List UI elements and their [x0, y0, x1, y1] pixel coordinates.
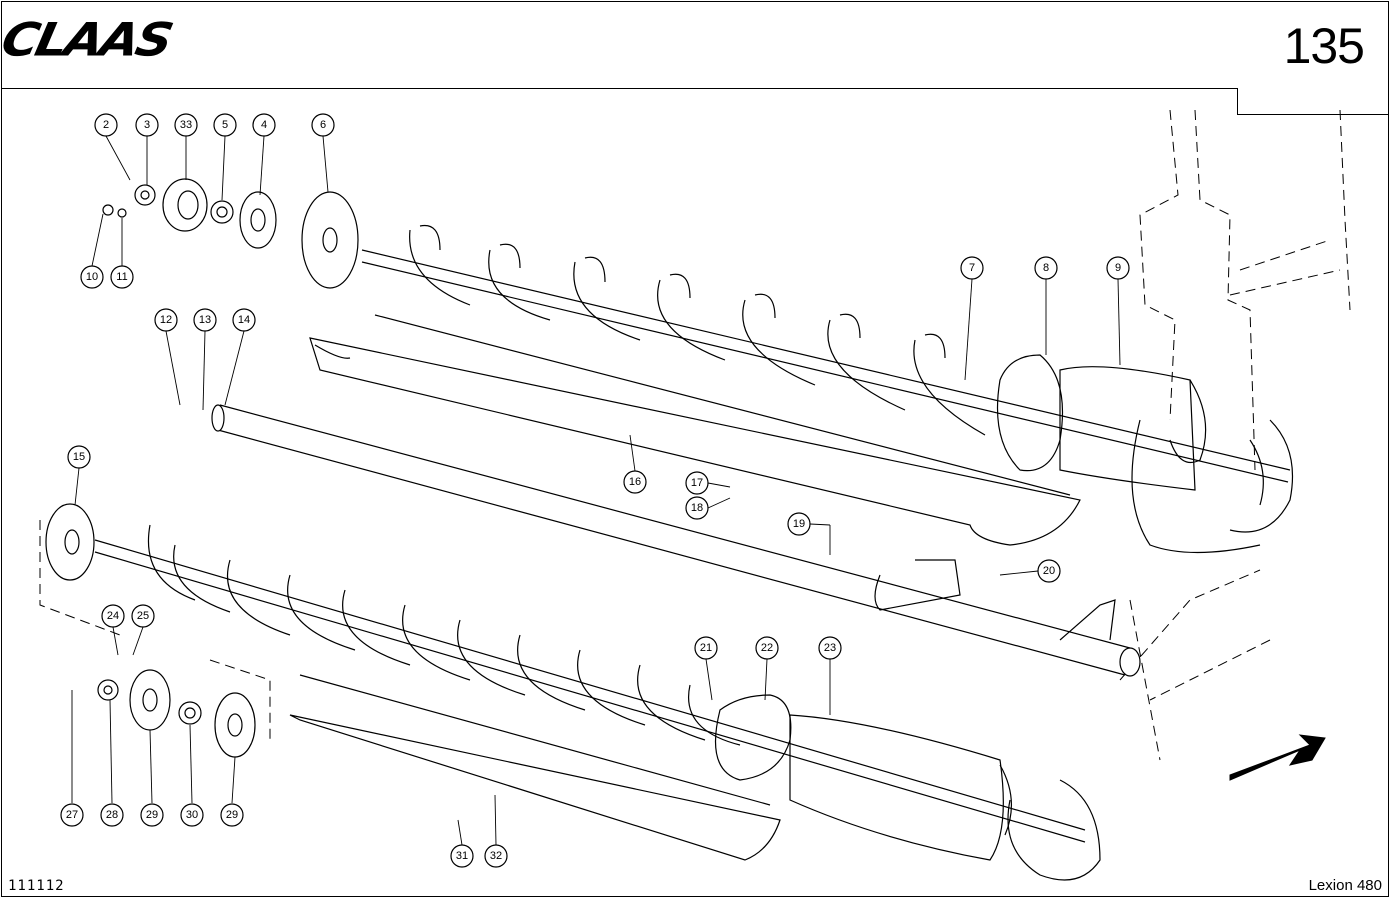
lower-trough [289, 674, 781, 861]
svg-text:19: 19 [793, 518, 805, 530]
svg-text:11: 11 [116, 271, 127, 283]
callout-balloon: 2 [94, 113, 118, 137]
svg-text:4: 4 [261, 119, 267, 131]
svg-text:32: 32 [490, 850, 502, 862]
callout-balloon: 14 [232, 308, 256, 332]
svg-text:18: 18 [691, 502, 703, 514]
svg-text:27: 27 [66, 809, 78, 821]
svg-text:29: 29 [146, 809, 158, 821]
callout-balloon: 13 [193, 308, 217, 332]
svg-text:29: 29 [226, 809, 238, 821]
upper-auger [361, 224, 1293, 533]
number-box-edge [1237, 88, 1238, 114]
callout-balloon: 15 [67, 445, 91, 469]
callout-balloon: 12 [154, 308, 178, 332]
callout-balloon: 16 [623, 470, 647, 494]
svg-text:16: 16 [629, 476, 641, 488]
callout-balloon: 6 [311, 113, 335, 137]
callout-balloon: 25 [131, 604, 155, 628]
svg-text:23: 23 [824, 642, 836, 654]
callout-balloon: 29 [220, 803, 244, 827]
callout-balloon: 3 [135, 113, 159, 137]
callout-balloon: 22 [755, 636, 779, 660]
svg-text:7: 7 [969, 262, 975, 274]
callout-balloon: 32 [484, 844, 508, 868]
svg-text:6: 6 [320, 119, 326, 131]
callout-balloon: 23 [818, 636, 842, 660]
callout-balloon: 28 [100, 803, 124, 827]
callout-balloon: 29 [140, 803, 164, 827]
svg-text:5: 5 [222, 119, 228, 131]
callout-balloon: 10 [80, 265, 104, 289]
header-rule [1, 88, 1238, 89]
svg-text:21: 21 [700, 642, 712, 654]
callout-balloon: 24 [101, 604, 125, 628]
number-box-edge [1237, 114, 1389, 115]
callout-balloon: 17 [685, 471, 709, 495]
svg-text:12: 12 [160, 314, 172, 326]
mid-tube [211, 404, 1141, 677]
svg-text:13: 13 [199, 314, 211, 326]
machine-outline [1119, 109, 1351, 761]
callout-balloon: 27 [60, 803, 84, 827]
svg-text:3: 3 [144, 119, 150, 131]
callout-balloon: 7 [960, 256, 984, 280]
svg-text:2: 2 [103, 119, 109, 131]
callout-balloon: 18 [685, 496, 709, 520]
svg-text:10: 10 [86, 271, 98, 283]
drawing-code: 111112 [8, 878, 65, 894]
bearing-assembly-lower [39, 503, 271, 758]
callout-balloon: 4 [252, 113, 276, 137]
lower-auger [94, 524, 1101, 881]
callout-balloon: 8 [1034, 256, 1058, 280]
upper-trough [309, 314, 1081, 546]
model-name: Lexion 480 [1308, 877, 1382, 894]
svg-text:20: 20 [1043, 565, 1055, 577]
leader-lines [71, 135, 1121, 846]
svg-text:24: 24 [107, 610, 119, 622]
page-number: 135 [1283, 18, 1365, 74]
callout-balloon: 21 [694, 636, 718, 660]
svg-text:14: 14 [238, 314, 250, 326]
callout-balloon: 11 [110, 265, 134, 289]
callout-balloon: 19 [787, 512, 811, 536]
direction-arrow-icon [1229, 734, 1326, 781]
svg-text:28: 28 [106, 809, 118, 821]
svg-text:25: 25 [137, 610, 149, 622]
callout-balloon: 31 [450, 844, 474, 868]
svg-text:22: 22 [761, 642, 773, 654]
svg-text:15: 15 [73, 451, 85, 463]
callout-balloon: 20 [1037, 559, 1061, 583]
svg-text:31: 31 [456, 850, 468, 862]
svg-text:30: 30 [186, 809, 198, 821]
callout-balloon: 9 [1106, 256, 1130, 280]
svg-text:9: 9 [1115, 262, 1121, 274]
callout-layer: 2 3 33 5 4 6 10 11 7 8 9 12 13 14 15 16 … [60, 113, 1130, 868]
callout-balloon: 33 [174, 113, 198, 137]
callout-balloon: 5 [213, 113, 237, 137]
bearing-assembly-upper [102, 178, 359, 289]
svg-text:17: 17 [691, 477, 703, 489]
svg-text:8: 8 [1043, 262, 1049, 274]
callout-balloon: 30 [180, 803, 204, 827]
svg-text:33: 33 [180, 119, 192, 131]
